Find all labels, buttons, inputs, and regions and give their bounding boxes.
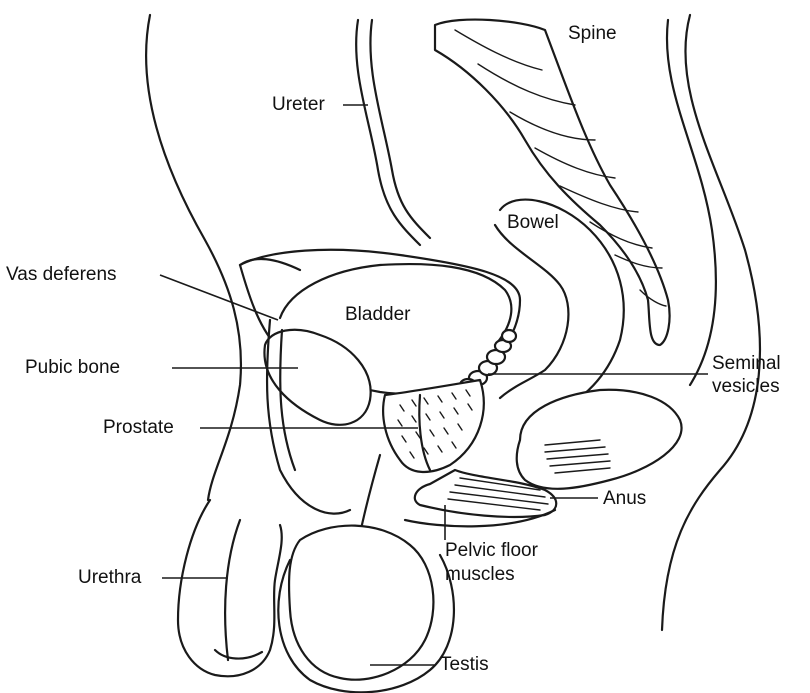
label-urethra: Urethra (78, 567, 141, 589)
ureter-inner (370, 20, 430, 238)
testis (289, 526, 433, 680)
back-body-outline (662, 15, 760, 630)
label-pubic-bone: Pubic bone (25, 357, 120, 379)
label-anus: Anus (603, 488, 646, 510)
back-inner-line (667, 20, 716, 385)
label-ureter: Ureter (272, 94, 325, 116)
label-prostate: Prostate (103, 417, 174, 439)
penis-glans (215, 650, 262, 659)
ureter (356, 20, 420, 245)
label-pelvic-floor-line2: muscles (445, 564, 515, 586)
label-bowel: Bowel (507, 212, 559, 234)
penis-outline (178, 500, 282, 676)
label-seminal-vesicles-line2: vesicles (712, 376, 780, 398)
label-spine: Spine (568, 23, 617, 45)
rectum (517, 390, 682, 489)
label-testis: Testis (440, 654, 489, 676)
label-pelvic-floor-line1: Pelvic floor (445, 540, 538, 562)
label-bladder: Bladder (345, 304, 411, 326)
penis-inner (225, 520, 240, 660)
label-seminal-vesicles-line1: Seminal (712, 353, 781, 375)
label-vas-deferens: Vas deferens (6, 264, 117, 286)
